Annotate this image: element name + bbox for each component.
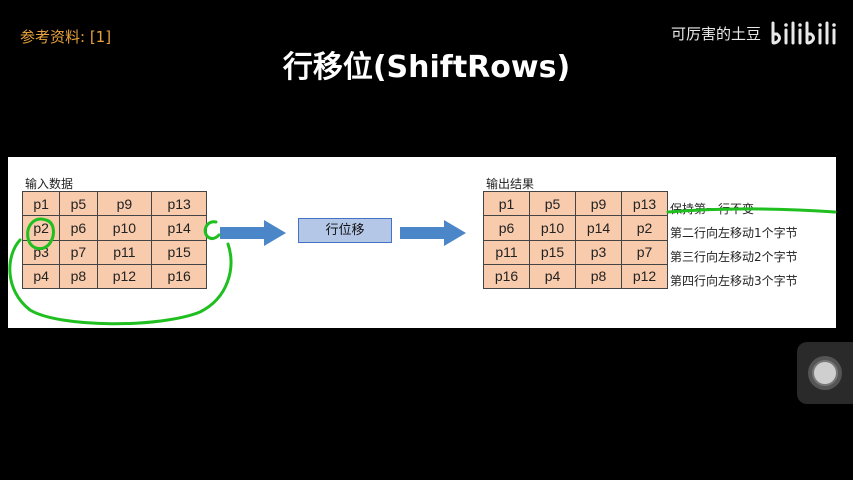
table-cell: p2: [621, 215, 668, 241]
note-row-3: 第三行向左移动2个字节: [670, 250, 798, 264]
table-cell: p4: [529, 263, 576, 290]
shift-notes: 保持第一行不变 第二行向左移动1个字节 第三行向左移动2个字节 第四行向左移动3…: [670, 197, 798, 293]
table-cell: p5: [529, 190, 576, 217]
table-cell: p6: [483, 215, 530, 241]
table-cell: p7: [621, 239, 668, 265]
table-cell: p12: [96, 263, 153, 290]
table-cell: p13: [151, 190, 207, 217]
slide-title: 行移位(ShiftRows): [282, 50, 571, 85]
table-cell: p8: [59, 263, 98, 290]
table-cell: p12: [621, 263, 668, 290]
input-label: 输入数据: [25, 177, 74, 191]
arrow-right-icon: [400, 220, 466, 246]
camera-shutter-icon: [808, 356, 842, 390]
table-cell: p10: [96, 215, 153, 241]
table-cell: p3: [21, 239, 61, 265]
table-cell: p1: [21, 190, 61, 217]
table-cell: p13: [621, 190, 668, 217]
uploader-name: 可厉害的土豆: [670, 24, 761, 43]
table-cell: p9: [575, 190, 622, 217]
table-cell: p1: [483, 190, 530, 217]
table-cell: p14: [151, 215, 207, 241]
table-cell: p7: [59, 239, 98, 265]
output-label: 输出结果: [486, 177, 535, 191]
reference-label: 参考资料: [1]: [20, 28, 112, 46]
table-cell: p4: [21, 263, 61, 290]
table-cell: p11: [483, 239, 530, 265]
table-cell: p15: [529, 239, 576, 265]
table-cell: p8: [575, 263, 622, 290]
table-cell: p16: [483, 263, 530, 290]
bilibili-logo-icon: [771, 21, 836, 45]
table-cell: p6: [59, 215, 98, 241]
table-cell: p2: [21, 215, 61, 241]
note-row-4: 第四行向左移动3个字节: [670, 274, 798, 288]
watermark: 可厉害的土豆: [671, 20, 839, 46]
table-cell: p14: [575, 215, 622, 241]
table-cell: p11: [96, 239, 153, 265]
table-cell: p10: [529, 215, 576, 241]
camera-shutter-button[interactable]: [797, 342, 853, 404]
note-row-2: 第二行向左移动1个字节: [670, 226, 798, 240]
table-cell: p9: [96, 190, 153, 217]
table-cell: p5: [59, 190, 98, 217]
operation-box: 行位移: [298, 218, 392, 243]
table-cell: p16: [151, 263, 207, 290]
arrow-right-icon: [220, 220, 286, 246]
note-row-1: 保持第一行不变: [670, 202, 755, 216]
table-cell: p15: [151, 239, 207, 265]
table-cell: p3: [575, 239, 622, 265]
